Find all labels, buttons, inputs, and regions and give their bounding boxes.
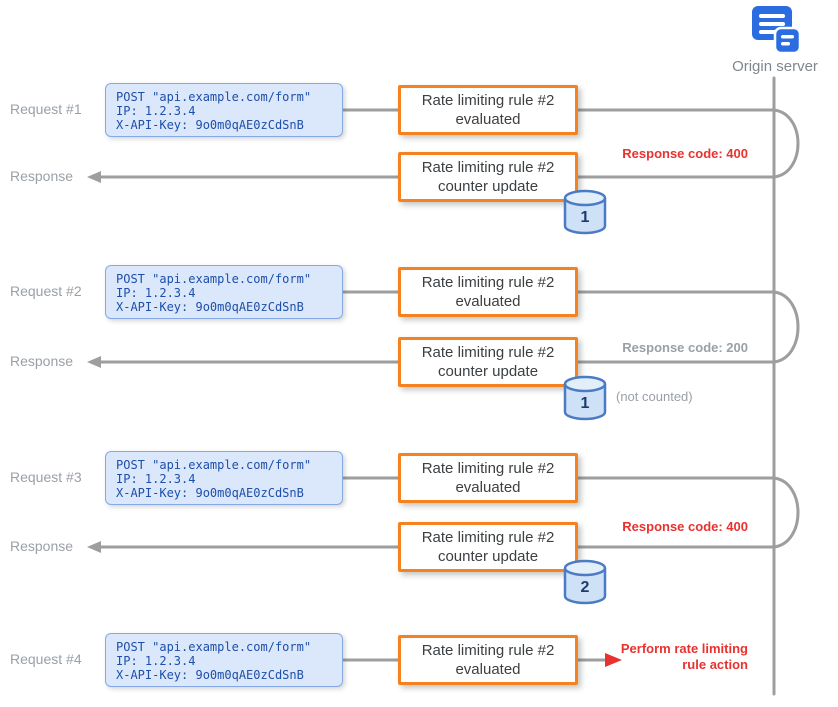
lane-label-response-3: Response [10, 538, 74, 554]
request-line-method: POST "api.example.com/form" [116, 90, 312, 104]
response-code-note-2: Response code: 200 [622, 340, 748, 355]
rule-box-subtitle: evaluated [455, 479, 521, 496]
rule-box-title: Rate limiting rule #2 [421, 92, 555, 109]
request-line-api-key: X-API-Key: 9o0m0qAE0zCdSnB [116, 118, 304, 133]
request-line-ip: IP: 1.2.3.4 [116, 104, 196, 119]
rule-box-title: Rate limiting rule #2 [421, 344, 555, 361]
response-arrowhead [87, 541, 101, 553]
counter-db-icon-1: 1 [563, 189, 607, 235]
lane-label-request-3: Request #3 [10, 469, 82, 485]
lane-label-request-4: Request #4 [10, 651, 82, 667]
request-line-api-key: X-API-Key: 9o0m0qAE0zCdSnB [116, 486, 304, 501]
rule-box-title: Rate limiting rule #2 [421, 460, 555, 477]
rule-box-subtitle: counter update [437, 363, 539, 380]
request-card-1: POST "api.example.com/form" IP: 1.2.3.4 … [105, 83, 343, 137]
request-line-method: POST "api.example.com/form" [116, 272, 312, 286]
response-code-note-1: Response code: 400 [622, 146, 748, 161]
rule-box-title: Rate limiting rule #2 [421, 159, 555, 176]
rule-box-subtitle: counter update [437, 178, 539, 195]
request-line-method: POST "api.example.com/form" [116, 458, 312, 472]
rule-box-title: Rate limiting rule #2 [421, 274, 555, 291]
rule-action-note: Perform rate limiting rule action [620, 641, 748, 672]
rule-evaluated-box-2: Rate limiting rule #2 evaluated [398, 267, 578, 317]
response-code-note-3: Response code: 400 [622, 519, 748, 534]
rule-box-subtitle: evaluated [455, 293, 521, 310]
lane-label-response-2: Response [10, 353, 74, 369]
rule-evaluated-box-3: Rate limiting rule #2 evaluated [398, 453, 578, 503]
rule-evaluated-box-4: Rate limiting rule #2 evaluated [398, 635, 578, 685]
request-card-3: POST "api.example.com/form" IP: 1.2.3.4 … [105, 451, 343, 505]
request-line-api-key: X-API-Key: 9o0m0qAE0zCdSnB [116, 300, 304, 315]
response-arrowhead [87, 171, 101, 183]
counter-value: 1 [581, 395, 590, 412]
request-card-2: POST "api.example.com/form" IP: 1.2.3.4 … [105, 265, 343, 319]
counter-value: 1 [581, 209, 590, 226]
request-line-ip: IP: 1.2.3.4 [116, 654, 196, 669]
rule-counter-update-box-1: Rate limiting rule #2 counter update [398, 152, 578, 202]
response-arrowhead [87, 356, 101, 368]
rule-box-subtitle: evaluated [455, 661, 521, 678]
request-line-ip: IP: 1.2.3.4 [116, 286, 196, 301]
request-line-api-key: X-API-Key: 9o0m0qAE0zCdSnB [116, 668, 304, 683]
lane-label-request-2: Request #2 [10, 283, 82, 299]
origin-server-label: Origin server [732, 58, 818, 75]
rule-counter-update-box-2: Rate limiting rule #2 counter update [398, 337, 578, 387]
request-card-4: POST "api.example.com/form" IP: 1.2.3.4 … [105, 633, 343, 687]
rule-box-title: Rate limiting rule #2 [421, 642, 555, 659]
action-arrowhead [605, 653, 622, 667]
counter-db-icon-2: 1 [563, 375, 607, 421]
counter-db-icon-3: 2 [563, 559, 607, 605]
rule-box-subtitle: counter update [437, 548, 539, 565]
counter-value: 2 [581, 579, 590, 596]
request-response-arc [772, 108, 800, 179]
rule-counter-update-box-3: Rate limiting rule #2 counter update [398, 522, 578, 572]
rule-box-subtitle: evaluated [455, 111, 521, 128]
origin-server-icon [752, 6, 802, 55]
request-response-arc [772, 290, 800, 364]
lane-label-request-1: Request #1 [10, 101, 82, 117]
request-line-ip: IP: 1.2.3.4 [116, 472, 196, 487]
request-response-arc [772, 476, 800, 549]
request-line-method: POST "api.example.com/form" [116, 640, 312, 654]
counter-not-counted-note: (not counted) [616, 389, 693, 404]
rule-evaluated-box-1: Rate limiting rule #2 evaluated [398, 85, 578, 135]
rule-box-title: Rate limiting rule #2 [421, 529, 555, 546]
lane-label-response-1: Response [10, 168, 74, 184]
